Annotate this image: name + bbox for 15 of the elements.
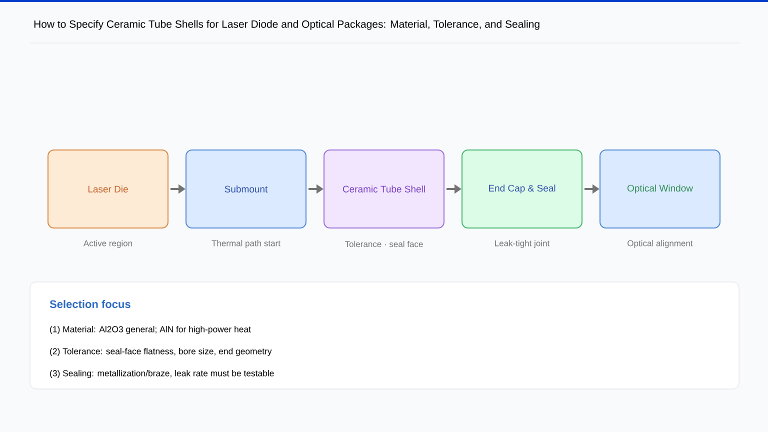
- node-label: Leak-tight joint: [495, 240, 550, 248]
- list-item: (2) Tolerance: seal-face flatness, bore size, end geometry: [50, 348, 272, 356]
- process-box: Ceramic Tube Shell: [324, 150, 444, 228]
- panel-heading: Selection focus: [50, 300, 130, 308]
- node-label: Optical alignment: [628, 240, 693, 248]
- node-label: Active region: [83, 240, 132, 248]
- node-label: Thermal path start: [212, 240, 280, 248]
- title: How to Specify Ceramic Tube Shells for Laser Diode and Optical Packages: Material, Tolerance, and Sealing: [34, 20, 540, 30]
- list-item: (3) Sealing: metallization/braze, leak rate must be testable: [50, 370, 274, 378]
- process-box: End Cap & Seal: [462, 150, 582, 228]
- list-item: (1) Material: Al2O3 general; AlN for high-power heat: [50, 326, 251, 334]
- process-box: Optical Window: [600, 150, 720, 228]
- process-box: Submount: [186, 150, 306, 228]
- node-label: Tolerance · seal face: [344, 240, 423, 248]
- process-box: Laser Die: [48, 150, 168, 228]
